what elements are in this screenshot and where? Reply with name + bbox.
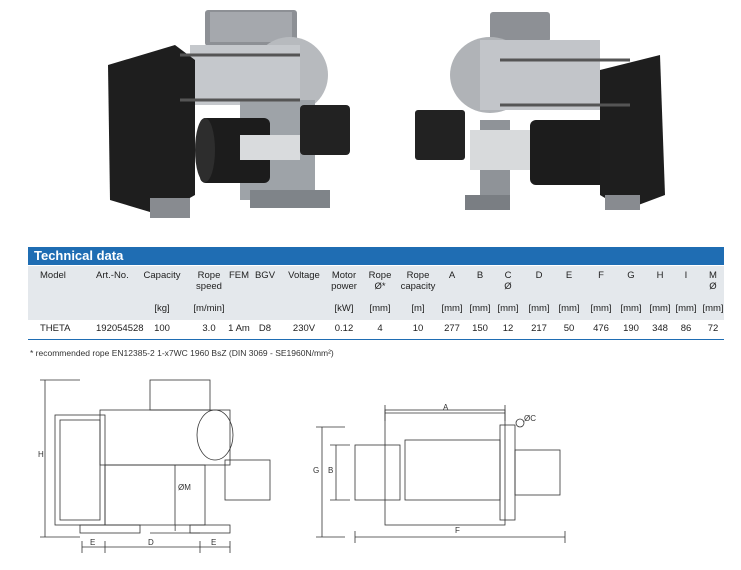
table-cell-cap: 100 bbox=[154, 323, 170, 334]
column-header-rope: Rope Ø* bbox=[368, 270, 392, 292]
column-unit-ropecap: [m] bbox=[411, 303, 425, 314]
column-header-F: F bbox=[598, 270, 604, 281]
table-cell-D: 217 bbox=[531, 323, 547, 334]
column-header-cap: Capacity bbox=[143, 270, 181, 281]
label-M: ØM bbox=[178, 483, 191, 492]
column-header-C: C Ø bbox=[504, 270, 512, 292]
column-unit-G: [mm] bbox=[620, 303, 642, 314]
column-header-model: Model bbox=[40, 270, 66, 281]
technical-drawings: H E D I ØM E bbox=[0, 365, 741, 565]
column-unit-power: [kW] bbox=[334, 303, 354, 314]
column-unit-E: [mm] bbox=[558, 303, 580, 314]
table-cell-I: 86 bbox=[680, 323, 692, 334]
label-A: A bbox=[443, 403, 449, 412]
table-cell-speed: 3.0 bbox=[202, 323, 216, 334]
column-header-I: I bbox=[684, 270, 688, 281]
table-cell-fem: 1 Am bbox=[228, 323, 250, 334]
table-cell-E: 50 bbox=[563, 323, 575, 334]
column-header-H: H bbox=[656, 270, 664, 281]
label-C: ØC bbox=[524, 414, 536, 423]
label-H: H bbox=[38, 450, 44, 459]
column-unit-cap: [kg] bbox=[154, 303, 170, 314]
column-unit-H: [mm] bbox=[649, 303, 671, 314]
label-E-right: E bbox=[211, 538, 216, 547]
table-cell-ropecap: 10 bbox=[412, 323, 424, 334]
column-header-volt: Voltage bbox=[288, 270, 320, 281]
column-header-A: A bbox=[448, 270, 456, 281]
table-cell-C: 12 bbox=[502, 323, 514, 334]
column-unit-D: [mm] bbox=[528, 303, 550, 314]
table-cell-A: 277 bbox=[444, 323, 460, 334]
table-cell-F: 476 bbox=[593, 323, 609, 334]
label-E: E bbox=[90, 538, 95, 547]
column-header-power: Motor power bbox=[331, 270, 357, 292]
section-title: Technical data bbox=[28, 247, 724, 265]
table-cell-bgv: D8 bbox=[258, 323, 272, 334]
table-cell-power: 0.12 bbox=[334, 323, 354, 334]
column-header-fem: FEM bbox=[228, 270, 250, 281]
column-header-B: B bbox=[476, 270, 484, 281]
column-unit-F: [mm] bbox=[590, 303, 612, 314]
table-header-row bbox=[28, 266, 724, 320]
column-unit-A: [mm] bbox=[441, 303, 463, 314]
column-unit-rope: [mm] bbox=[369, 303, 391, 314]
label-I: I bbox=[174, 524, 176, 533]
column-unit-B: [mm] bbox=[469, 303, 491, 314]
column-header-G: G bbox=[627, 270, 635, 281]
side-view-drawing bbox=[40, 379, 271, 553]
column-unit-I: [mm] bbox=[675, 303, 697, 314]
column-unit-C: [mm] bbox=[497, 303, 519, 314]
column-header-M: M Ø bbox=[709, 270, 717, 292]
table-cell-B: 150 bbox=[472, 323, 488, 334]
table-cell-H: 348 bbox=[652, 323, 668, 334]
column-header-D: D bbox=[535, 270, 543, 281]
table-cell-volt: 230V bbox=[292, 323, 316, 334]
column-unit-M: [mm] bbox=[702, 303, 724, 314]
column-header-speed: Rope speed bbox=[196, 270, 222, 292]
table-cell-M: 72 bbox=[707, 323, 719, 334]
table-cell-art: 192054528 bbox=[96, 323, 144, 334]
winch-photo-front bbox=[108, 10, 350, 218]
label-F: F bbox=[455, 526, 460, 535]
table-cell-model: THETA bbox=[40, 323, 71, 334]
table-divider bbox=[28, 339, 724, 340]
column-header-art: Art.-No. bbox=[96, 270, 129, 281]
column-header-bgv: BGV bbox=[254, 270, 276, 281]
table-cell-G: 190 bbox=[623, 323, 639, 334]
label-D: D bbox=[148, 538, 154, 547]
column-header-ropecap: Rope capacity bbox=[400, 270, 436, 292]
label-G: G bbox=[313, 466, 319, 475]
footnote: * recommended rope EN12385-2 1-x7WC 1960… bbox=[30, 348, 334, 358]
column-header-E: E bbox=[565, 270, 573, 281]
top-view-drawing bbox=[316, 405, 566, 543]
label-B: B bbox=[328, 466, 333, 475]
product-photos bbox=[0, 0, 741, 240]
table-cell-rope: 4 bbox=[377, 323, 383, 334]
winch-photo-rear bbox=[415, 12, 665, 210]
column-unit-speed: [m/min] bbox=[193, 303, 225, 314]
